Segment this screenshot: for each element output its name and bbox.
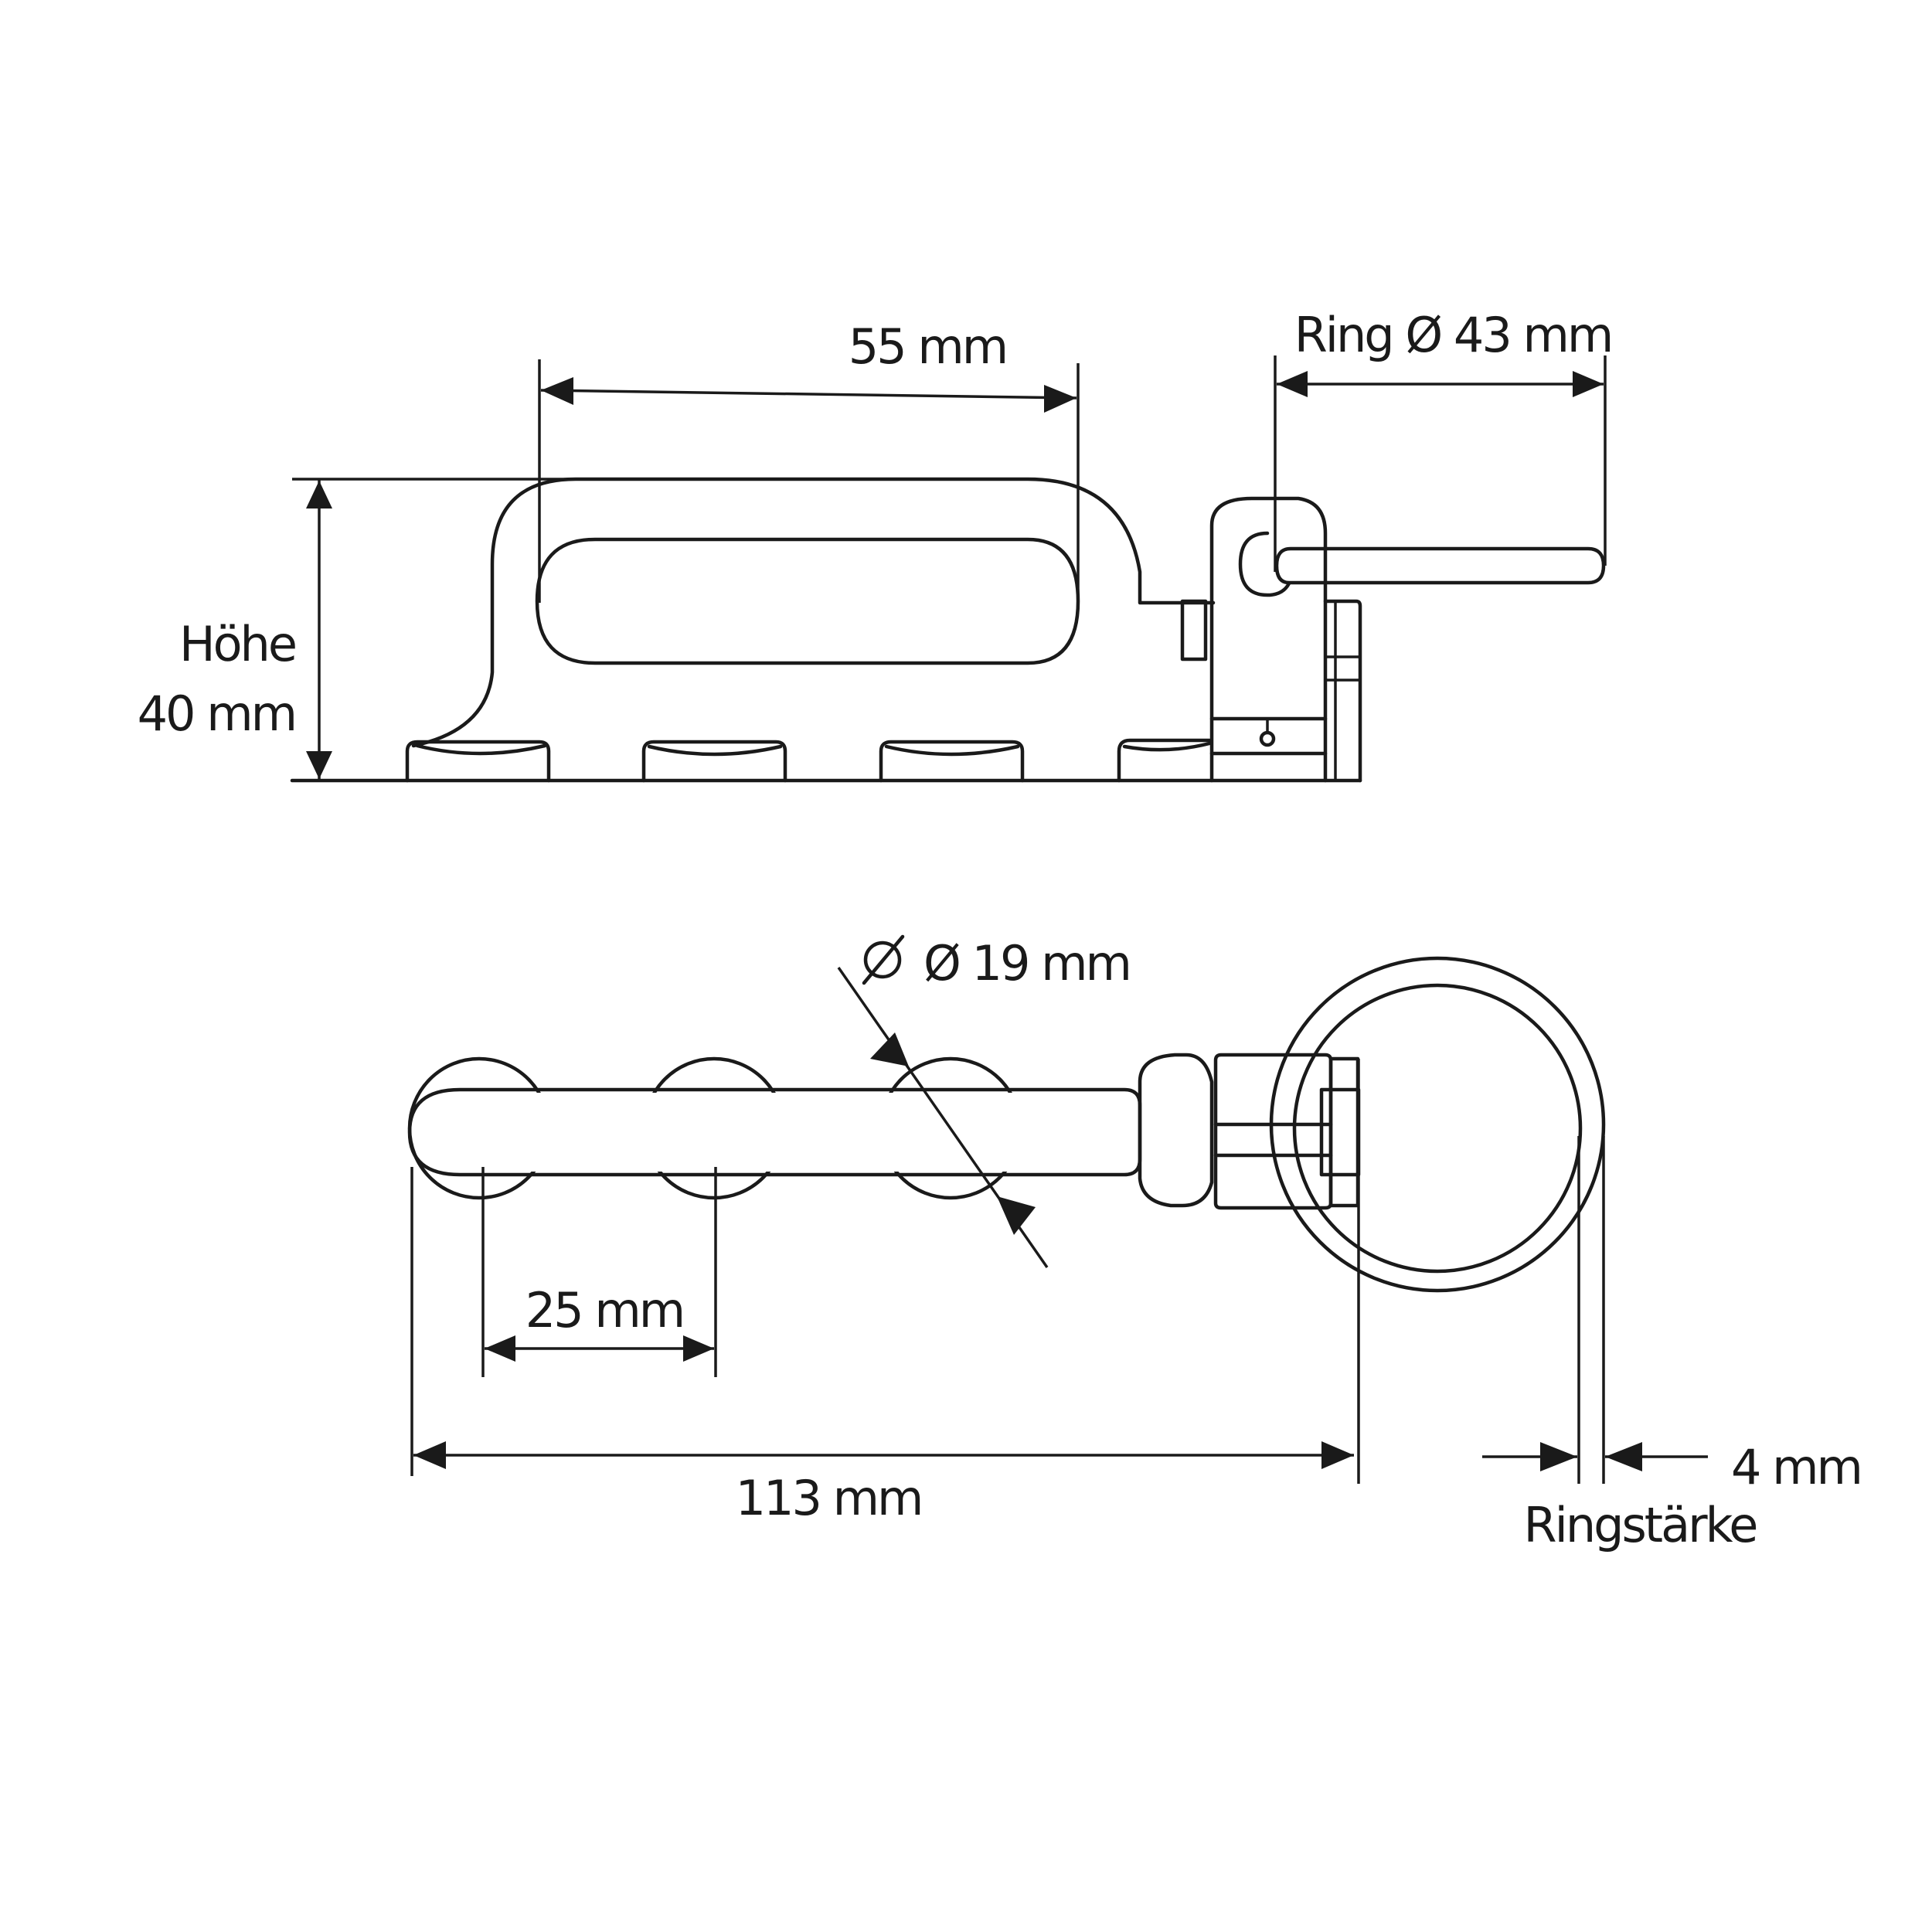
height-label-2: 40 mm — [138, 685, 295, 742]
length-arrow-right — [1044, 385, 1077, 413]
spacing-arrow-right — [683, 1335, 714, 1362]
top-view: Ø 19 mm 25 mm 113 mm 4 mm Ringstärke — [407, 934, 1863, 1553]
side-view: Höhe 40 mm 55 mm Ring Ø 43 mm — [138, 307, 1614, 783]
foot-4-curve — [1122, 741, 1212, 752]
thickness-label: Ringstärke — [1524, 1497, 1757, 1553]
spacing-label: 25 mm — [526, 1282, 683, 1338]
ring-inner — [1292, 983, 1583, 1274]
diameter-symbol-stroke — [862, 934, 905, 985]
diameter-arrow-top — [870, 1032, 909, 1066]
foot-3-curve — [884, 744, 1020, 757]
length-label: 55 mm — [849, 318, 1006, 375]
ring-arrow-left — [1277, 371, 1308, 397]
hinge-block — [1209, 496, 1328, 783]
bar-fill — [413, 1093, 1137, 1172]
slot-outline — [535, 537, 1080, 665]
hinge-top-plate — [1328, 1056, 1360, 1208]
ring-label: Ring Ø 43 mm — [1294, 307, 1612, 363]
ring-side — [1274, 546, 1606, 585]
foot-4 — [1117, 738, 1212, 783]
thickness-value-label: 4 mm — [1731, 1439, 1861, 1495]
foot-1 — [405, 740, 551, 783]
height-arrow-bottom — [306, 751, 332, 779]
total-label: 113 mm — [736, 1470, 922, 1526]
diameter-label: Ø 19 mm — [923, 935, 1130, 992]
diameter-arrow-bottom — [997, 1196, 1036, 1235]
hinge-plate — [1323, 599, 1362, 783]
hinge-top — [1213, 1053, 1333, 1210]
foot-2 — [641, 740, 787, 783]
length-arrow-left — [541, 377, 573, 405]
total-arrow-right — [1321, 1441, 1354, 1469]
thickness-arrow-right — [1605, 1442, 1642, 1471]
foot-1-curve — [415, 743, 547, 756]
body-outline — [411, 477, 1216, 748]
foot-3 — [879, 740, 1025, 783]
ring-eye — [1238, 531, 1291, 597]
ring-arrow-right — [1573, 371, 1604, 397]
diameter-symbol-circle — [863, 940, 902, 979]
foot-2-curve — [647, 744, 783, 757]
knuckle — [1138, 1053, 1214, 1208]
length-dim-line — [540, 389, 1077, 400]
height-arrow-top — [306, 481, 332, 509]
hinge-top-nut — [1319, 1087, 1361, 1177]
hinge-tab — [1180, 599, 1208, 662]
pin-hole — [1259, 730, 1276, 747]
height-label-1: Höhe — [179, 616, 295, 672]
ring-outer — [1269, 956, 1606, 1293]
thickness-arrow-left — [1540, 1442, 1577, 1471]
spacing-arrow-left — [485, 1335, 515, 1362]
total-arrow-left — [413, 1441, 446, 1469]
